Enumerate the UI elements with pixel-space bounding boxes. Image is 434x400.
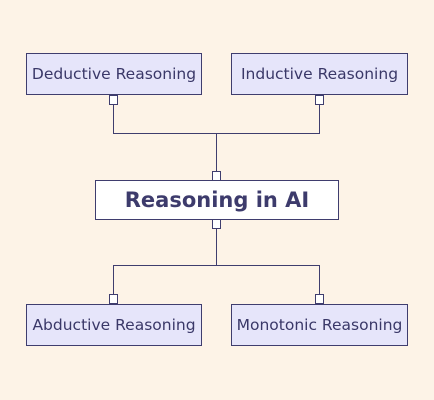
node-label: Deductive Reasoning (31, 65, 197, 83)
port-deductive-bottom (109, 95, 118, 105)
port-abductive-top (109, 294, 118, 304)
node-monotonic-reasoning: Monotonic Reasoning (231, 304, 408, 346)
port-inductive-bottom (315, 95, 324, 105)
node-label: Inductive Reasoning (240, 65, 399, 83)
node-label: Monotonic Reasoning (236, 316, 403, 334)
port-monotonic-top (315, 294, 324, 304)
node-deductive-reasoning: Deductive Reasoning (26, 53, 202, 95)
connector-abductive (113, 265, 217, 294)
node-label: Abductive Reasoning (32, 316, 196, 334)
root-label: Reasoning in AI (124, 188, 310, 212)
connector-inductive (216, 101, 320, 134)
connector-deductive (113, 101, 217, 134)
node-inductive-reasoning: Inductive Reasoning (231, 53, 408, 95)
node-abductive-reasoning: Abductive Reasoning (26, 304, 202, 346)
port-root-bottom (212, 219, 221, 229)
node-reasoning-in-ai: Reasoning in AI (95, 180, 339, 220)
connector-monotonic (216, 265, 320, 294)
